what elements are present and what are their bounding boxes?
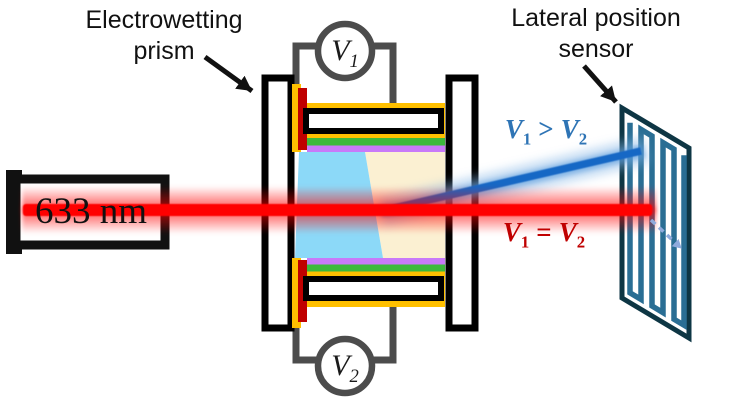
straight-rhs-sub: 2 (576, 232, 586, 252)
bottom-dielectric-green-layer (307, 264, 445, 272)
sensor-label: Lateral position sensor (498, 3, 694, 65)
v1-meter-circle (314, 20, 376, 82)
top-glass-electrode (303, 108, 444, 134)
v2-meter-label: V2 (317, 346, 373, 397)
deflected-rhs-sub: 2 (578, 129, 588, 149)
v2-symbol: V (331, 349, 350, 382)
v1-meter-label: V1 (317, 31, 373, 82)
v2-subscript: 2 (349, 366, 359, 387)
v1-symbol: V (331, 34, 350, 67)
voltage-circuit (292, 20, 397, 397)
top-dielectric-green-layer (307, 138, 445, 146)
top-electrode-red-bar (298, 88, 307, 150)
deflected-operator: > (538, 114, 554, 144)
v2-wire-left (292, 324, 319, 364)
beam-shift-arrow (649, 218, 683, 250)
v1-subscript: 1 (349, 51, 359, 72)
deflected-lhs: V (504, 114, 523, 144)
straight-lhs-sub: 1 (520, 232, 530, 252)
straight-rhs: V (558, 217, 577, 247)
straight-operator: = (536, 217, 552, 247)
beams (22, 137, 683, 250)
top-hydrophobic-purple-layer (307, 145, 445, 152)
sensor-electrode-serpentine (627, 122, 687, 331)
bottom-glass-electrode (303, 276, 444, 301)
v2-meter-circle (314, 335, 376, 397)
deflected-lhs-sub: 1 (522, 129, 532, 149)
v1-wire-right (371, 42, 397, 108)
deflected-rhs: V (560, 114, 579, 144)
v2-wire-right (371, 299, 397, 364)
prism-label-line2: prism (133, 37, 195, 65)
bottom-electrode-red-bar (298, 260, 307, 322)
prism-label-arrow-icon (203, 54, 254, 94)
sensor-label-line1: Lateral position (511, 4, 681, 32)
bottom-electrode-yellow-strip (292, 258, 301, 328)
prism-label: Electrowetting prism (64, 5, 264, 67)
v1-wire-left (292, 42, 319, 90)
bottom-hydrophobic-purple-layer (307, 258, 445, 265)
top-electrode-yellow-strip (292, 84, 301, 152)
prism-label-line1: Electrowetting (85, 6, 243, 34)
deflected-beam-condition-label: V1>V2 (490, 112, 602, 156)
straight-lhs: V (502, 217, 521, 247)
sensor-label-arrow-icon (582, 64, 618, 104)
sensor-label-line2: sensor (558, 35, 634, 63)
laser-wavelength-label: 633 nm (34, 191, 148, 232)
straight-beam-core (23, 204, 652, 216)
straight-beam-condition-label: V1=V2 (486, 215, 602, 259)
